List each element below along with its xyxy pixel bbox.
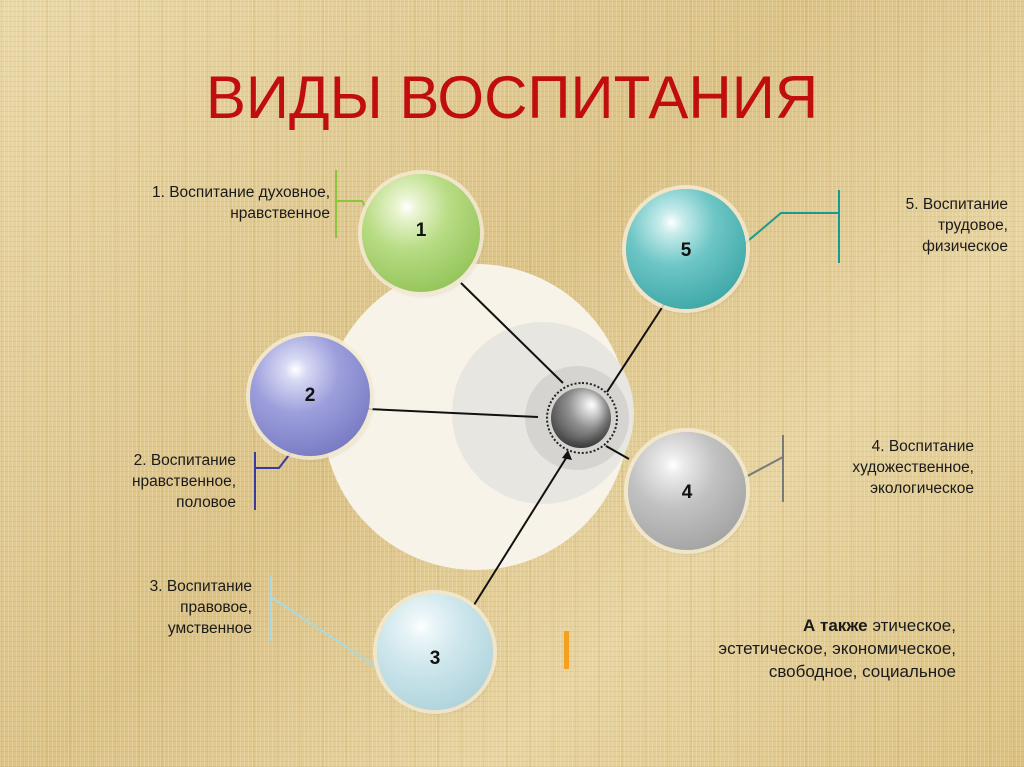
node-number: 1 xyxy=(415,220,427,241)
label-line: трудовое, xyxy=(937,217,1008,234)
node-number: 3 xyxy=(429,648,441,669)
core-dotted-ring xyxy=(546,382,618,454)
sphere-hub-icon xyxy=(551,388,611,448)
label-line: 5. Воспитание xyxy=(905,196,1008,213)
node-4: 4 xyxy=(628,432,746,550)
label-line: 3. Воспитание xyxy=(149,578,252,595)
label-line: 2. Воспитание xyxy=(133,452,236,469)
label-line: половое xyxy=(176,494,236,511)
node-number: 4 xyxy=(681,482,693,503)
label-line: физическое xyxy=(922,238,1008,255)
page-title: ВИДЫ ВОСПИТАНИЯ xyxy=(205,64,819,131)
label-line: 1. Воспитание духовное, xyxy=(151,184,330,201)
also-line-1: А также этическое, xyxy=(600,614,956,637)
also-bold: А также xyxy=(803,616,868,635)
label-line: экологическое xyxy=(870,480,974,497)
accent-bar xyxy=(564,631,569,669)
also-note: А также этическое, эстетическое, экономи… xyxy=(600,614,956,683)
node-1: 1 xyxy=(362,174,480,292)
label-line: 4. Воспитание xyxy=(871,438,974,455)
label-item-4: 4. Воспитание художественное, экологичес… xyxy=(800,436,974,499)
also-rest: этическое, xyxy=(867,616,956,635)
node-number: 5 xyxy=(680,240,692,261)
label-line: правовое, xyxy=(180,599,252,616)
label-item-3: 3. Воспитание правовое, умственное xyxy=(100,576,252,639)
label-line: нравственное, xyxy=(131,473,236,490)
label-item-2: 2. Воспитание нравственное, половое xyxy=(80,450,236,513)
label-item-1: 1. Воспитание духовное, нравственное xyxy=(70,182,330,224)
also-line-3: свободное, социальное xyxy=(768,662,956,681)
label-item-5: 5. Воспитание трудовое, физическое xyxy=(850,194,1008,257)
node-5: 5 xyxy=(626,189,746,309)
label-line: умственное xyxy=(167,620,252,637)
node-2: 2 xyxy=(250,336,370,456)
label-line: нравственное xyxy=(230,205,330,222)
node-3: 3 xyxy=(377,594,493,710)
also-line-2: эстетическое, экономическое, xyxy=(718,639,956,658)
label-line: художественное, xyxy=(852,459,974,476)
node-number: 2 xyxy=(304,385,316,406)
